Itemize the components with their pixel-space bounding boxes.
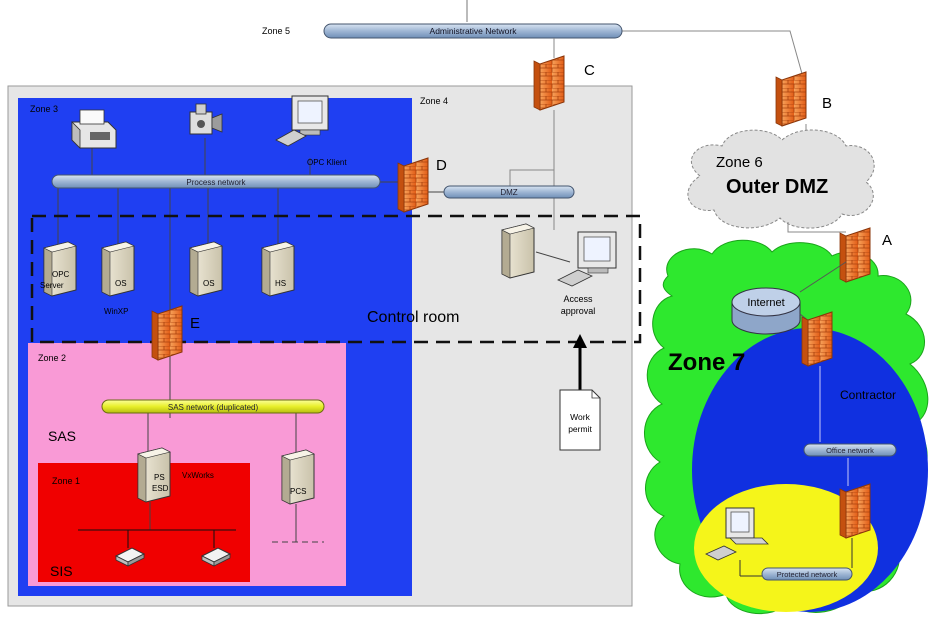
esd-label: ESD [152,484,169,493]
access-approval-workstation-icon [557,231,617,287]
process-network-label: Process network [186,178,246,187]
administrative-network-label: Administrative Network [430,26,518,36]
zone2-label: Zone 2 [38,353,66,363]
field-device-icon-2 [200,547,232,567]
internet-router-icon [731,287,801,335]
camera-icon [189,103,223,135]
ps-esd-server-icon [137,447,171,503]
hs-server-icon [261,241,295,297]
firewall-a-icon [839,227,871,283]
access-approval-server-icon [501,223,535,279]
pcs-server-icon [281,449,315,505]
sas-label: SAS [48,428,76,444]
contractor-label: Contractor [840,388,896,402]
opc-server-label-2: Server [40,281,64,290]
printer-icon [71,109,117,149]
protected-workstation-icon [705,507,769,561]
firewall-e-label: E [190,315,200,332]
sis-label: SIS [50,563,73,579]
approval-label: approval [561,306,596,316]
field-device-icon-1 [114,547,146,567]
os2-label: OS [203,279,215,288]
dmz-network-label: DMZ [500,188,517,197]
zone3-label: Zone 3 [30,104,58,114]
zone1-label: Zone 1 [52,476,80,486]
winxp-label: WinXP [104,307,128,316]
opc-server-icon [43,241,77,297]
protected-network-label: Protected network [777,570,838,579]
control-room-area [30,214,642,344]
firewall-c-icon [533,55,565,111]
office-network-bus: Office network [803,443,897,457]
outer-dmz-label: Outer DMZ [726,176,828,198]
os-server-winxp-icon [101,241,135,297]
zone4-label: Zone 4 [420,96,448,106]
firewall-b-icon [775,71,807,127]
firewall-b-label: B [822,95,832,112]
vxworks-label: VxWorks [182,471,214,480]
zone7-label: Zone 7 [668,349,745,376]
hs-label: HS [275,279,286,288]
firewall-protected-icon [839,483,871,539]
work-permit-document-icon [559,389,601,451]
opc-server-label-1: OPC [52,270,70,279]
internet-label: Internet [747,297,784,309]
sas-network-bus: SAS network (duplicated) [101,399,325,414]
ps-label: PS [154,473,165,482]
zone6-label: Zone 6 [716,154,763,171]
outer-dmz-cloud [687,129,875,229]
zone5-label: Zone 5 [262,26,290,36]
protected-network-bus: Protected network [761,567,853,581]
firewall-contractor-icon [801,311,833,367]
firewall-e-icon [151,305,183,361]
office-network-label: Office network [826,446,874,455]
firewall-a-label: A [882,232,892,249]
work-label: Work [570,412,590,422]
os-server-icon [189,241,223,297]
pcs-label: PCS [290,487,306,496]
administrative-network-bus: Administrative Network [323,23,623,39]
opc-client-workstation-icon [275,95,329,147]
firewall-d-label: D [436,157,447,174]
dmz-network-bus: DMZ [443,185,575,199]
access-label: Access [563,294,593,304]
firewall-d-icon [397,157,429,213]
process-network-bus: Process network [51,174,381,189]
opc-klient-label: OPC Klient [307,158,347,167]
firewall-c-label: C [584,62,595,79]
control-room-label: Control room [367,309,459,326]
os1-label: OS [115,279,127,288]
permit-label: permit [568,424,592,434]
sas-network-label: SAS network (duplicated) [168,403,259,412]
